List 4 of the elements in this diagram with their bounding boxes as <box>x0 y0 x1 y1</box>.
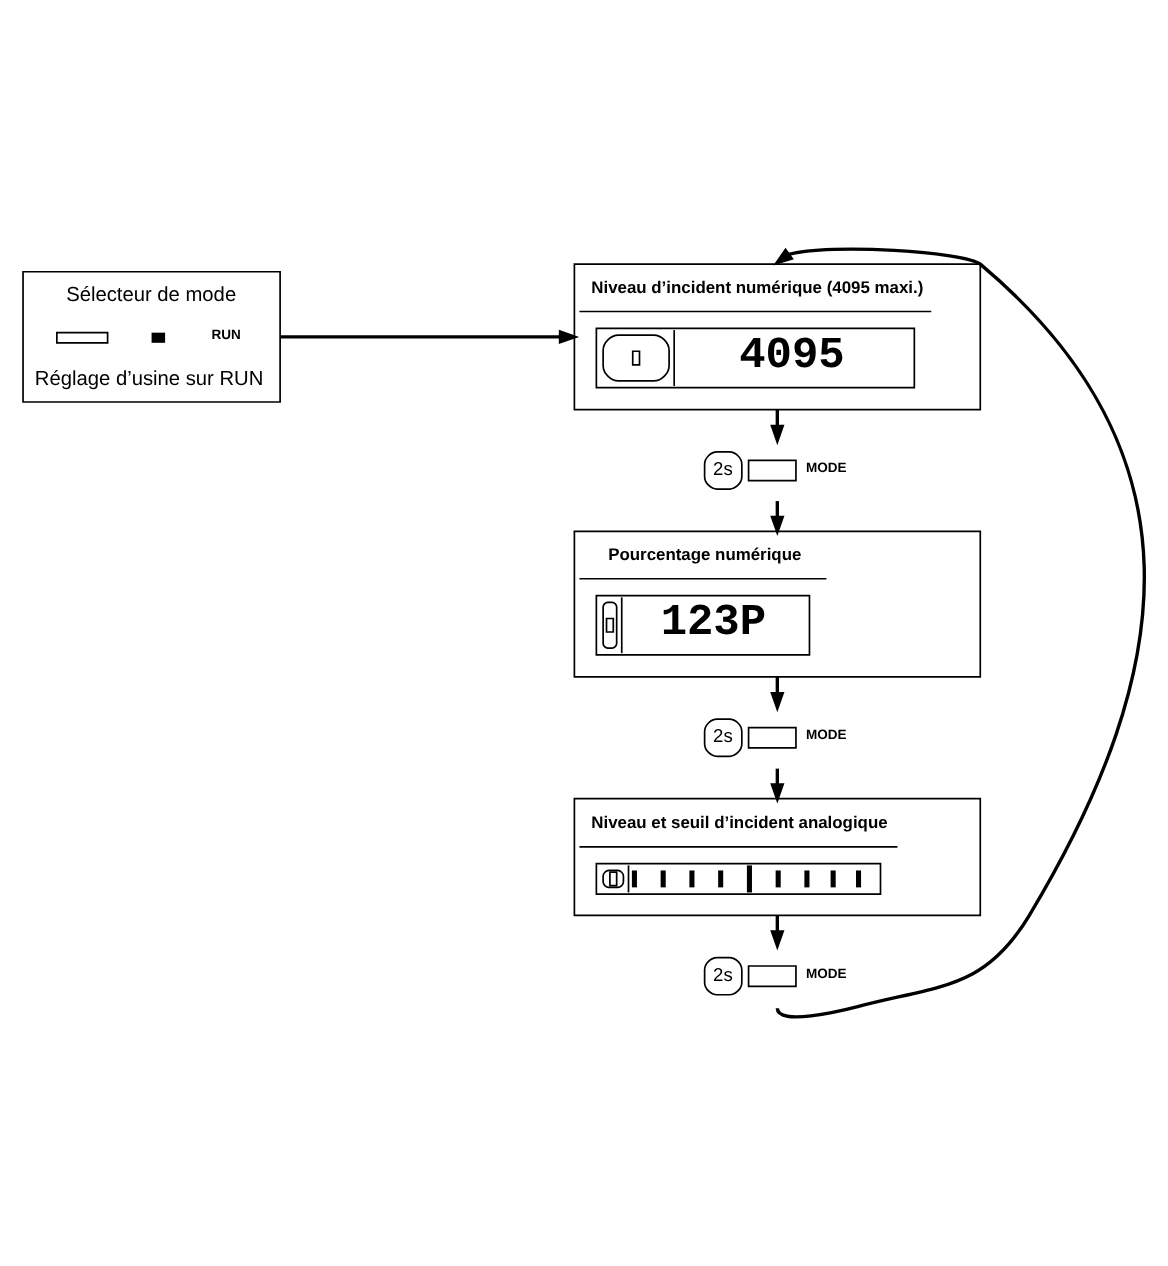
arrow <box>280 329 580 344</box>
node-box: Pourcentage numérique 123P <box>573 530 982 678</box>
node-box: Niveau d’incident numérique (4095 maxi.) 4095 <box>573 263 982 411</box>
node-box: Niveau et seuil d’incident analogique <box>573 797 982 917</box>
